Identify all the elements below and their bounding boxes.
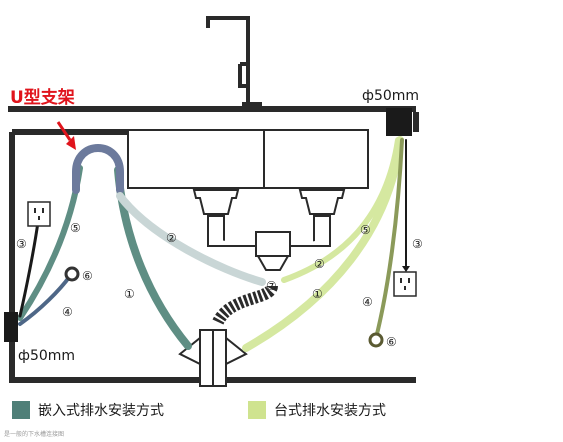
red-arrow: [56, 121, 76, 150]
legend: 嵌入式排水安装方式 台式排水安装方式: [12, 401, 386, 419]
marker-2-right: ②: [314, 257, 325, 271]
left-diameter-label: ф50mm: [18, 348, 75, 364]
sensor-left: [64, 266, 80, 282]
right-diameter-label: ф50mm: [362, 88, 419, 104]
legend-label-embedded: 嵌入式排水安装方式: [38, 403, 164, 419]
countertop-hoses: [242, 136, 407, 352]
sink-basin: [127, 129, 369, 189]
marker-4-right: ④: [362, 295, 373, 309]
marker-1-left: ①: [124, 287, 135, 301]
marker-6-right: ⑥: [386, 335, 397, 349]
marker-1-right: ①: [312, 287, 323, 301]
socket-left: [27, 201, 51, 227]
floor-drain: [178, 329, 248, 387]
drain-strainers: [192, 189, 346, 271]
cabinet-outline: [8, 106, 419, 383]
marker-5-right: ⑤: [360, 223, 371, 237]
marker-2-left: ②: [166, 231, 177, 245]
socket-right: [393, 266, 417, 297]
marker-3-right: ③: [412, 237, 423, 251]
corrugated-hose: [212, 284, 278, 326]
right-wall-pipe: [386, 108, 412, 136]
tiny-caption: 是一般的下水槽连接图: [4, 430, 64, 438]
legend-label-countertop: 台式排水安装方式: [274, 403, 386, 419]
grey-hose: [116, 192, 266, 286]
u-bracket-label: U型支架: [10, 87, 75, 108]
marker-3-left: ③: [16, 237, 27, 251]
marker-4-left: ④: [62, 305, 73, 319]
legend-swatch-countertop: [248, 401, 266, 419]
legend-swatch-embedded: [12, 401, 30, 419]
marker-6-left: ⑥: [82, 269, 93, 283]
marker-7: ⑦: [266, 279, 277, 293]
u-bracket: [72, 144, 124, 194]
embedded-hoses: [17, 165, 192, 350]
sensor-right: [368, 332, 384, 348]
left-wall-pipe: [4, 312, 18, 342]
marker-5-left: ⑤: [70, 221, 81, 235]
faucet: [206, 16, 262, 106]
